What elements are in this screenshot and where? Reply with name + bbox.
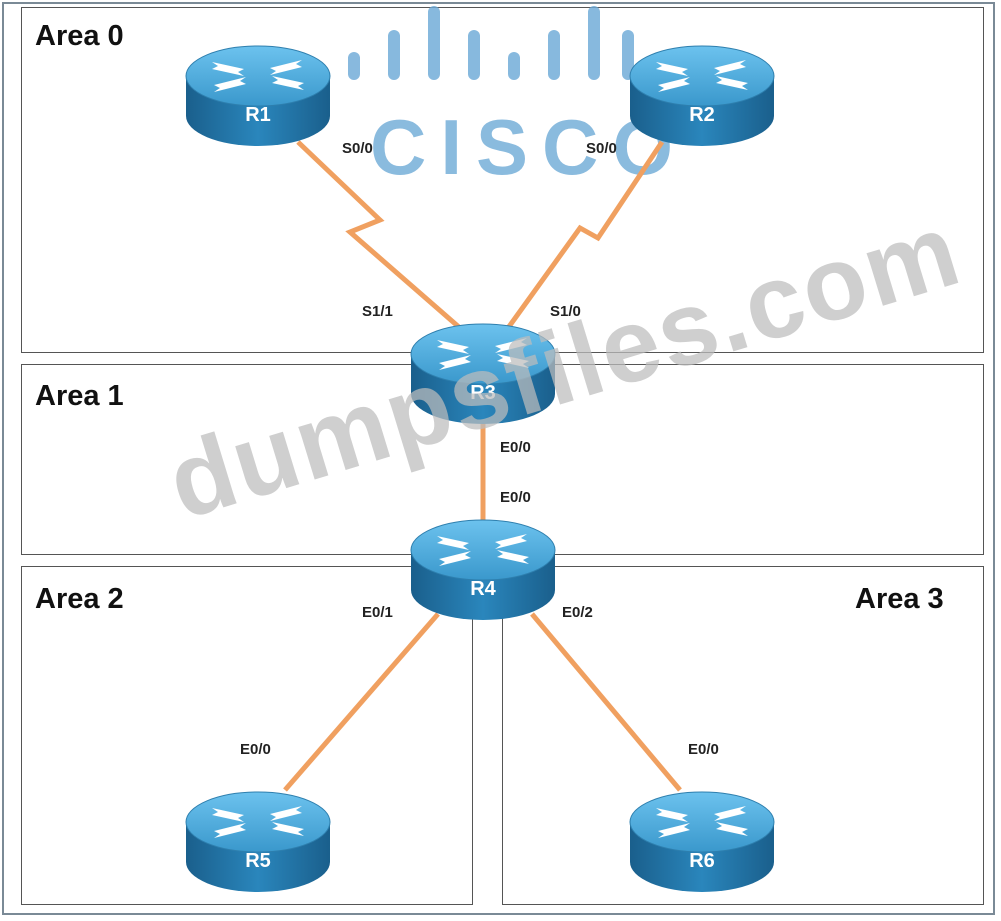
- interface-label-r3-e00: E0/0: [500, 439, 531, 456]
- router-r3[interactable]: R3: [407, 316, 559, 428]
- area-0-label: Area 0: [35, 20, 124, 52]
- router-icon: [185, 791, 331, 893]
- link-r4-r6-ethernet: [530, 612, 682, 792]
- router-r6[interactable]: R6: [626, 784, 778, 896]
- interface-label-r2-s00: S0/0: [586, 140, 617, 157]
- router-icon: [410, 519, 556, 621]
- cisco-bars-icon: [348, 6, 634, 80]
- router-label: R2: [689, 104, 715, 126]
- interface-label-r4-e01: E0/1: [362, 604, 393, 621]
- link-r2-r3-serial: [505, 140, 665, 330]
- interface-label-r4-e00: E0/0: [500, 489, 531, 506]
- interface-label-r6-e00: E0/0: [688, 741, 719, 758]
- router-label: R1: [245, 104, 271, 126]
- router-label: R6: [689, 850, 715, 872]
- area-2-label: Area 2: [35, 583, 124, 615]
- interface-label-r1-s00: S0/0: [342, 140, 373, 157]
- interface-label-r5-e00: E0/0: [240, 741, 271, 758]
- router-icon: [185, 45, 331, 147]
- router-r1[interactable]: R1: [182, 38, 334, 150]
- router-icon: [629, 45, 775, 147]
- router-label: R4: [470, 578, 496, 600]
- cisco-wordmark: CISCO: [370, 103, 688, 191]
- router-r5[interactable]: R5: [182, 784, 334, 896]
- router-r2[interactable]: R2: [626, 38, 778, 150]
- link-r1-r3-serial: [296, 140, 462, 330]
- area-3-label: Area 3: [855, 583, 944, 615]
- router-label: R5: [245, 850, 271, 872]
- router-r4[interactable]: R4: [407, 512, 559, 624]
- interface-label-r3-s11: S1/1: [362, 303, 393, 320]
- router-label: R3: [470, 382, 496, 404]
- interface-label-r4-e02: E0/2: [562, 604, 593, 621]
- router-icon: [629, 791, 775, 893]
- cisco-logo: CISCO: [340, 2, 673, 191]
- area-1-label: Area 1: [35, 380, 124, 412]
- link-r4-r5-ethernet: [283, 612, 440, 792]
- interface-label-r3-s10: S1/0: [550, 303, 581, 320]
